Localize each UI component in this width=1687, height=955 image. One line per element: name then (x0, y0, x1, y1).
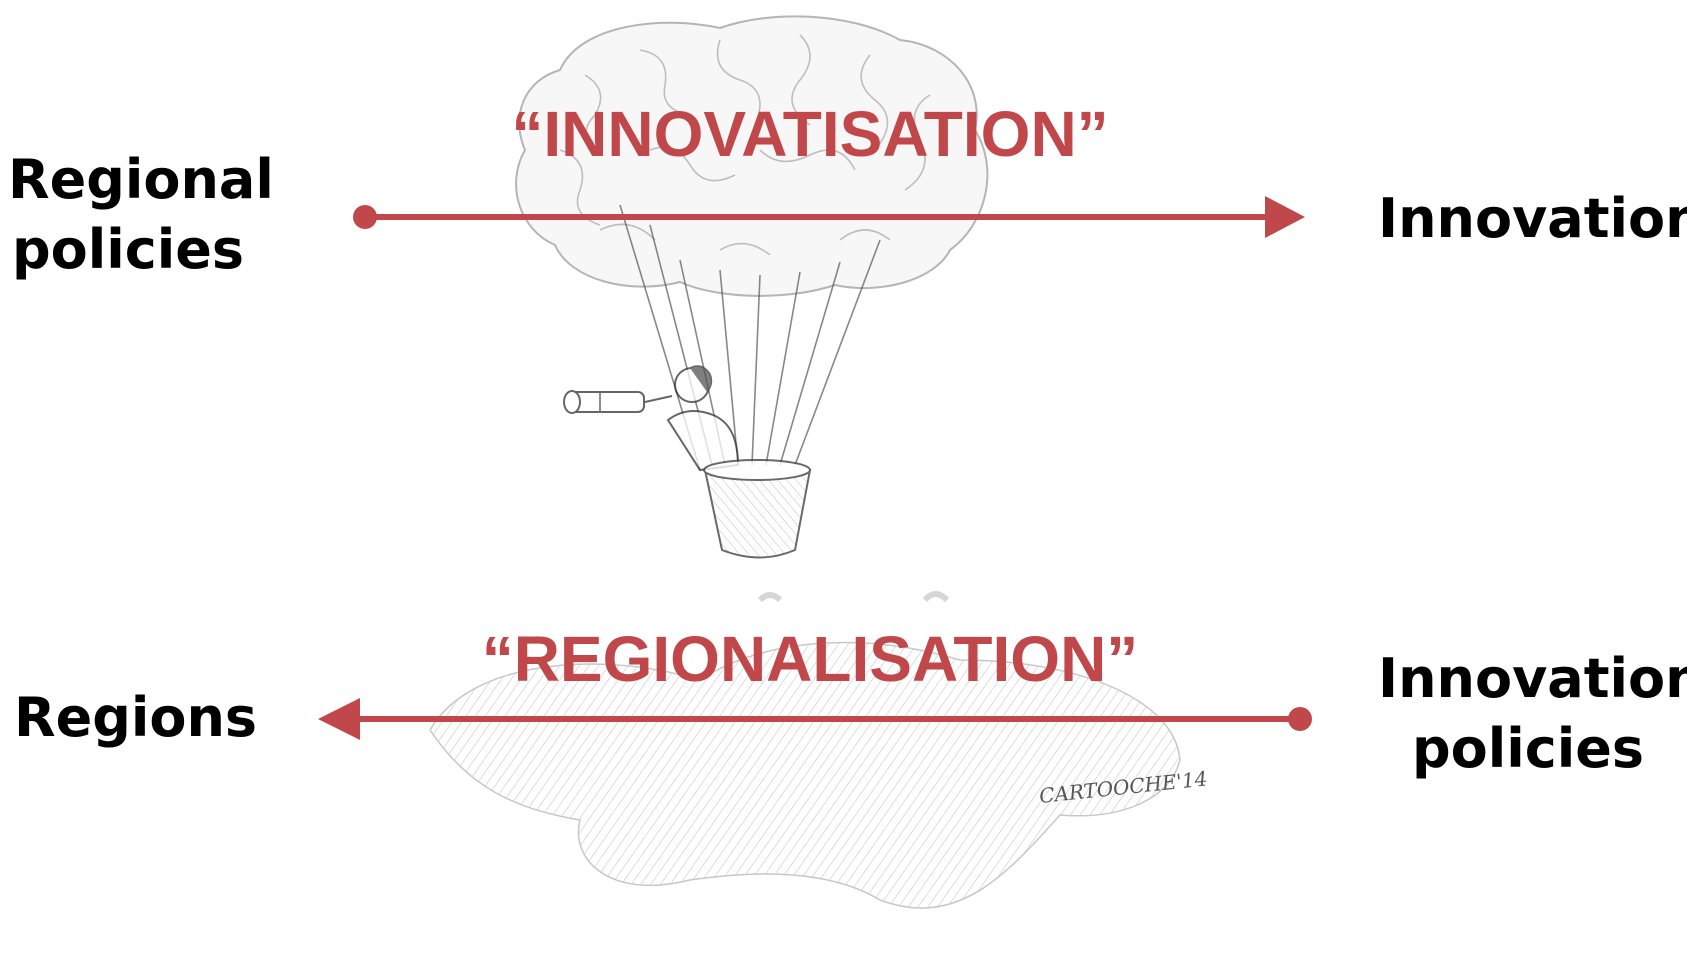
balloon-basket-icon (703, 459, 812, 559)
balloon-ropes-icon (619, 204, 881, 471)
label-line: Innovation (1378, 187, 1687, 250)
label-line: Regional (8, 148, 274, 211)
label-line: policies (11, 218, 245, 281)
label-line: Regions (14, 686, 258, 749)
label-regional-policies: Regional policies (8, 145, 274, 285)
label-innovation-policies: Innovation policies (1378, 644, 1687, 784)
regionalisation-arrow (318, 698, 1312, 740)
label-innovation: Innovation (1378, 184, 1687, 254)
label-regions: Regions (14, 683, 258, 753)
label-line: policies (1411, 717, 1645, 780)
balloon-brain-icon (515, 15, 989, 297)
person-with-telescope-icon (563, 365, 740, 472)
arrow-start-dot (353, 205, 377, 229)
label-line: Innovation (1378, 647, 1687, 710)
innovatisation-label: “INNOVATISATION” (511, 98, 1109, 170)
brain-shadow-icon (429, 591, 1181, 909)
arrow-start-dot (1288, 707, 1312, 731)
arrow-head-right-icon (1265, 196, 1305, 238)
arrow-head-left-icon (318, 698, 360, 740)
innovatisation-arrow (353, 196, 1305, 238)
regionalisation-label: “REGIONALISATION” (481, 623, 1139, 695)
